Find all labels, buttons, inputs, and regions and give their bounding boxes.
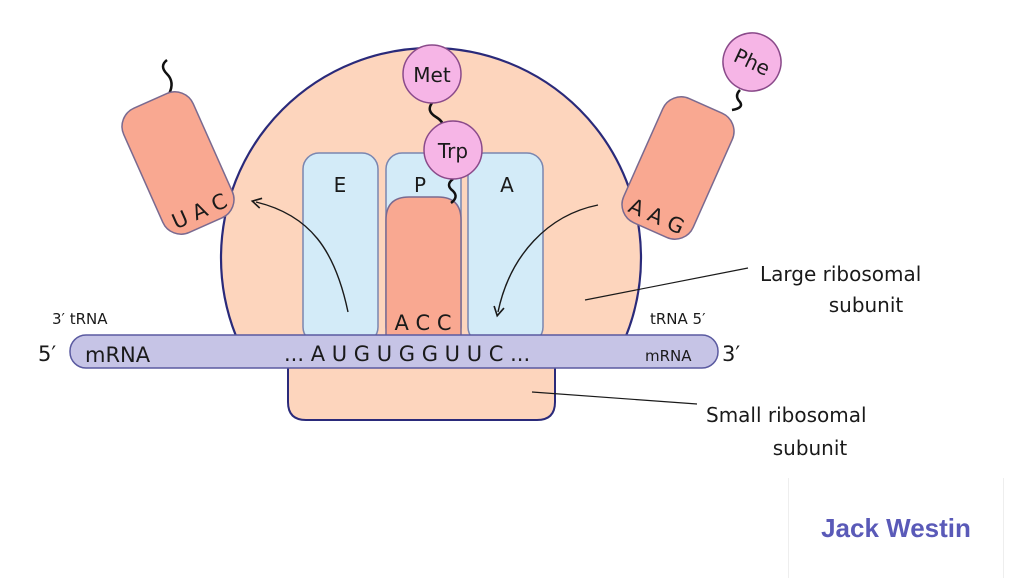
mrna-strand [69,334,719,369]
entry-arrow [493,204,599,318]
large-subunit-label-2: subunit [829,293,904,317]
e-site-label: E [334,173,347,197]
p-site-label: P [414,173,426,197]
trp-trna-link [447,178,457,204]
met-amino-acid [402,44,462,104]
mrna-sequence: ... A U G U G G U U C ... [284,342,530,366]
exit-arrow [250,197,349,313]
mrna-five-prime: 5′ [38,342,56,366]
mrna-right-label: mRNA [645,347,692,365]
large-subunit-label-1: Large ribosomal [760,262,921,286]
p-site-anticodon: A C C [394,311,451,335]
small-subunit-label-1: Small ribosomal [706,403,867,427]
brand-logo: Jack Westin [788,478,1004,578]
met-label: Met [413,63,451,87]
trna-right-label: tRNA 5′ [650,310,706,328]
trna-left-label: 3′ tRNA [52,310,108,328]
brand-name: Jack Westin [821,512,971,543]
entering-trna [621,96,735,240]
exiting-trna [121,91,235,235]
small-subunit-label-2: subunit [773,436,848,460]
trp-amino-acid [423,120,483,180]
p-site-trna [385,196,462,346]
phe-amino-acid [722,32,782,92]
mrna-left-label: mRNA [85,343,151,367]
phe-trna-link [731,89,743,112]
a-site-label: A [500,173,514,197]
large-subunit-leader [584,267,749,301]
small-subunit-leader [531,391,698,405]
exiting-trna-tail [161,59,173,95]
mrna-three-prime: 3′ [722,342,740,366]
trp-label: Trp [437,139,468,163]
